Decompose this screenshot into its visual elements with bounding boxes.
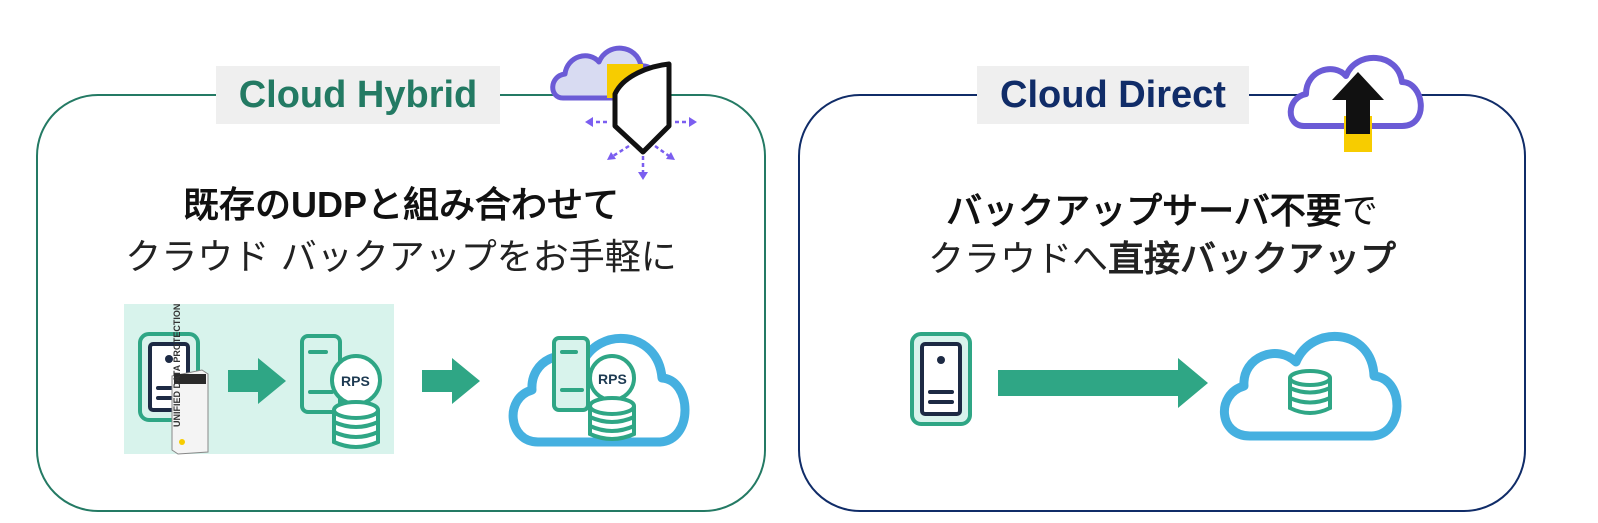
database-icon-hybrid	[332, 400, 380, 449]
hybrid-heading-part-c: と組み合わせて	[367, 185, 620, 226]
hybrid-heading-line2: クラウド バックアップをお手軽に	[125, 237, 677, 278]
database-icon-direct	[1288, 369, 1332, 415]
product-box-text: UNIFIED DATA PROTECTION	[172, 304, 182, 427]
cloud-rps-icon: RPS	[508, 333, 690, 447]
cloud-database-icon	[1219, 331, 1402, 441]
arrow-right-icon-direct	[998, 358, 1208, 408]
server-icon-direct	[910, 332, 972, 426]
arrow-right-icon-2	[422, 358, 480, 404]
direct-heading-part-c: クラウドへ	[927, 239, 1108, 280]
rps-label-2: RPS	[598, 371, 627, 387]
rps-server-icon: RPS	[300, 334, 382, 449]
database-icon-cloud-hybrid	[588, 396, 636, 441]
cloud-direct-panel	[798, 94, 1526, 512]
cloud-shield-icon	[550, 45, 697, 180]
hybrid-heading-part-a: 既存の	[182, 185, 291, 226]
direct-heading-line2: クラウドへ直接バックアップ	[798, 230, 1526, 282]
cloud-hybrid-title: Cloud Hybrid	[216, 66, 500, 124]
product-box-icon: UNIFIED DATA PROTECTION	[171, 304, 209, 455]
direct-heading-part-d: 直接バックアップ	[1108, 239, 1397, 280]
direct-heading-part-b: で	[1341, 191, 1378, 232]
hybrid-heading-part-b: UDP	[290, 184, 367, 225]
arrow-right-icon-1	[228, 358, 286, 404]
cloud-direct-title: Cloud Direct	[977, 66, 1249, 124]
direct-heading-line1: バックアップサーバ不要で	[798, 182, 1526, 234]
rps-label-1: RPS	[341, 373, 370, 389]
cloud-upload-icon	[1287, 54, 1424, 152]
hybrid-heading-line1: 既存のUDPと組み合わせて	[36, 176, 766, 228]
direct-heading-part-a: バックアップサーバ不要	[946, 191, 1342, 232]
